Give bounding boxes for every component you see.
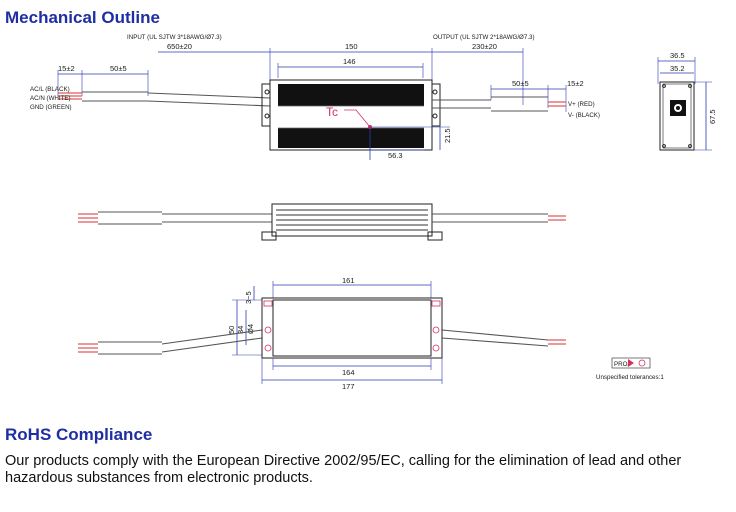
dim-body-inner: 146 [343,57,356,66]
proj-label: PROJ [614,361,631,368]
dim-tc-x: 56.3 [388,151,403,160]
ac-l-label: AC/L (BLACK) [30,86,70,93]
dim-out-jacket: 50±5 [512,79,529,88]
dim-end-inner: 35.2 [670,64,685,73]
dim-in-strip: 15±2 [58,64,75,73]
rohs-compliance-heading: RoHS Compliance [5,425,153,444]
gnd-label: GND (GREEN) [30,104,72,111]
driver-body-bottom [261,297,443,359]
v-plus-label: V+ (RED) [568,101,595,108]
ac-n-label: AC/N (WHITE) [30,95,71,102]
input-cable-label: INPUT (UL SJTW 3*18AWG/Ø7.3) [127,34,222,41]
dim-body-total: 150 [345,42,358,51]
dim-in-jacket: 50±5 [110,64,127,73]
projection-symbol: PROJ Unspecified tolerances:1 [596,357,664,381]
dim-input-cable: 650±20 [167,42,192,51]
dim-slot: Ø4 [246,324,255,334]
mechanical-outline-heading: Mechanical Outline [5,8,160,27]
dim-bottom-top: 161 [342,276,355,285]
mechanical-drawing: INPUT (UL SJTW 3*18AWG/Ø7.3) OUTPUT (UL … [30,34,717,391]
dim-end-outer: 36.5 [670,51,685,60]
dim-bottom-outer: 177 [342,382,355,391]
side-view [78,203,566,241]
dim-end-height: 67.5 [708,109,717,124]
rohs-body-text: Our products comply with the European Di… [5,453,682,486]
end-view: 36.5 35.2 67.5 [657,51,717,151]
tolerance-note: Unspecified tolerances:1 [596,374,664,381]
dim-tc-y: 21.5 [443,128,452,143]
top-view: INPUT (UL SJTW 3*18AWG/Ø7.3) OUTPUT (UL … [30,34,600,160]
bottom-view: 161 3~5 50 34 Ø4 164 1 [78,276,566,391]
dim-output-cable: 230±20 [472,42,497,51]
tc-label: Tc [326,105,338,119]
dim-out-strip: 15±2 [567,79,584,88]
end-view-body [659,81,695,151]
output-cable-label: OUTPUT (UL SJTW 2*18AWG/Ø7.3) [433,34,535,41]
v-minus-label: V- (BLACK) [568,112,600,119]
dim-mount-offset: 3~5 [244,291,253,304]
dim-34: 34 [236,326,245,334]
dim-50: 50 [227,326,236,334]
dim-bottom-inner: 164 [342,368,355,377]
